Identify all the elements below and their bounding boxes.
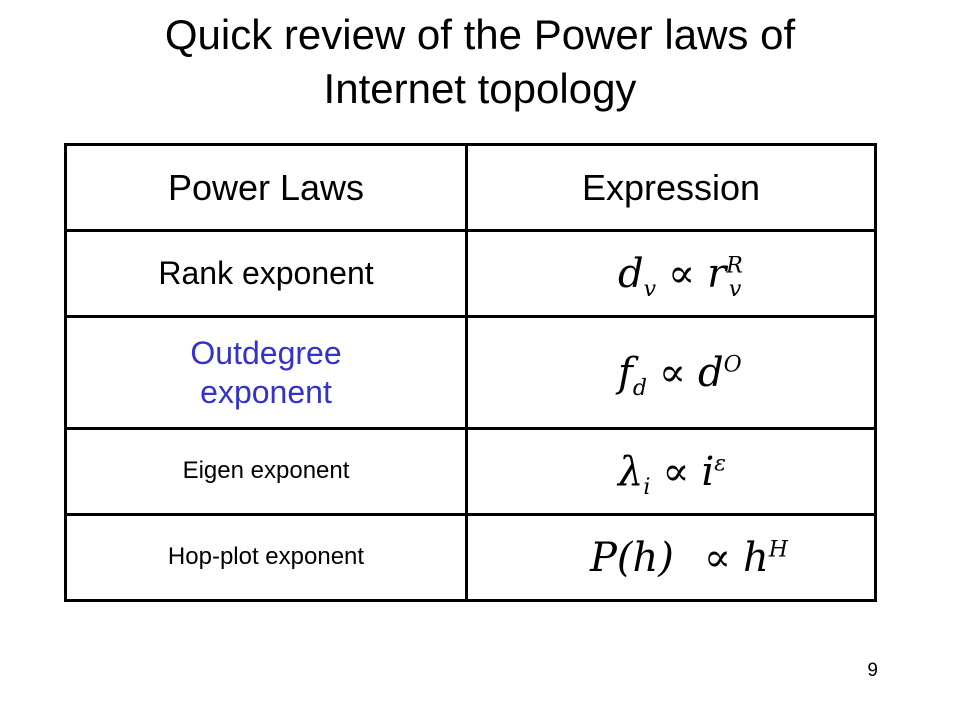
expression-rank-exponent: dv∝rRv (465, 229, 877, 318)
formula-lhs-subscript: d (632, 375, 647, 401)
proportional-symbol: ∝ (668, 250, 696, 297)
slide-title-line-2: Internet topology (323, 65, 637, 112)
formula-rhs-superscript: ε (714, 451, 727, 477)
power-laws-table: Power Laws Expression Rank exponent dv∝r… (64, 143, 877, 602)
formula-lhs-subscript: v (643, 276, 657, 302)
expression-eigen-exponent: λi∝iε (465, 427, 877, 516)
formula-rank-exponent: dv∝rRv (618, 250, 743, 301)
formula-rhs-subscript: v (728, 276, 742, 302)
law-name-outdegree-exponent: Outdegree exponent (64, 315, 468, 430)
header-expression: Expression (465, 143, 877, 232)
formula-rhs-superscript: O (723, 352, 742, 378)
table-row-outdegree-exponent: Outdegree exponent fd∝dO (64, 315, 877, 430)
law-name-line-2: exponent (200, 373, 332, 410)
expression-hop-plot-exponent: P(h) ∝hH (465, 513, 877, 602)
formula-rhs: r (707, 250, 727, 297)
formula-lhs-subscript: i (643, 474, 651, 500)
formula-rhs-superscript: R (726, 253, 743, 279)
formula-lhs: d (618, 250, 644, 297)
table-row-eigen-exponent: Eigen exponent λi∝iε (64, 427, 877, 516)
law-name-eigen-exponent: Eigen exponent (64, 427, 468, 516)
table-row-hop-plot-exponent: Hop-plot exponent P(h) ∝hH (64, 513, 877, 602)
formula-rhs-superscript: H (768, 537, 788, 563)
law-name-line-1: Outdegree (190, 335, 342, 372)
law-name-hop-plot-exponent: Hop-plot exponent (64, 513, 468, 602)
slide-title-line-1: Quick review of the Power laws of (164, 11, 796, 58)
formula-rhs: i (701, 448, 715, 495)
proportional-symbol: ∝ (703, 534, 731, 581)
formula-hop-plot-exponent: P(h) ∝hH (590, 535, 788, 581)
formula-lhs: λ (618, 448, 644, 495)
header-power-laws: Power Laws (64, 143, 468, 232)
formula-eigen-exponent: λi∝iε (618, 448, 727, 499)
formula-rhs: d (697, 349, 724, 396)
formula-rhs: h (742, 534, 769, 581)
formula-lhs: P(h) (590, 534, 674, 581)
formula-lhs: f (618, 349, 633, 396)
table-row-rank-exponent: Rank exponent dv∝rRv (64, 229, 877, 318)
table-header-row: Power Laws Expression (64, 143, 877, 232)
proportional-symbol: ∝ (658, 349, 686, 396)
formula-outdegree-exponent: fd∝dO (618, 349, 742, 400)
proportional-symbol: ∝ (662, 448, 690, 495)
expression-outdegree-exponent: fd∝dO (465, 315, 877, 430)
page-number: 9 (867, 660, 878, 681)
law-name-rank-exponent: Rank exponent (64, 229, 468, 318)
slide-title: Quick review of the Power laws of Intern… (0, 8, 960, 116)
